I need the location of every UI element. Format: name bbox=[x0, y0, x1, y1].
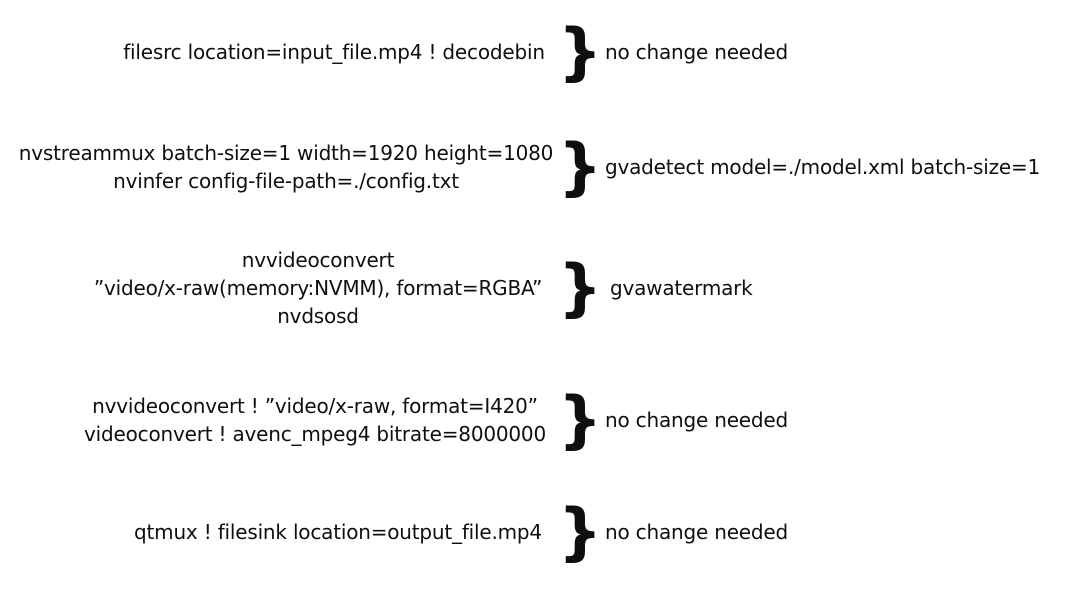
pipeline-elements: nvstreammux batch-size=1 width=1920 heig… bbox=[6, 139, 566, 195]
pipeline-line: filesrc location=input_file.mp4 ! decode… bbox=[123, 40, 545, 64]
curly-brace-icon: } bbox=[558, 251, 603, 324]
pipeline-line: qtmux ! filesink location=output_file.mp… bbox=[134, 520, 542, 544]
migration-note: no change needed bbox=[605, 40, 789, 64]
pipeline-line: nvstreammux batch-size=1 width=1920 heig… bbox=[18, 141, 554, 165]
migration-note: gvadetect model=./model.xml batch-size=1 bbox=[605, 155, 1041, 179]
curly-brace-icon: } bbox=[558, 130, 603, 203]
curly-brace-icon: } bbox=[558, 495, 603, 568]
pipeline-row-encode: nvvideoconvert ! ”video/x-raw, format=I4… bbox=[0, 383, 1069, 456]
pipeline-line: nvvideoconvert ! ”video/x-raw, format=I4… bbox=[92, 394, 538, 418]
curly-brace-icon: } bbox=[558, 15, 603, 88]
migration-note: gvawatermark bbox=[610, 276, 753, 300]
pipeline-row-overlay: nvvideoconvert ”video/x-raw(memory:NVMM)… bbox=[0, 246, 1069, 330]
pipeline-line: nvinfer config-file-path=./config.txt bbox=[113, 169, 459, 193]
pipeline-row-sink: qtmux ! filesink location=output_file.mp… bbox=[0, 501, 1069, 563]
pipeline-row-source: filesrc location=input_file.mp4 ! decode… bbox=[0, 21, 1069, 83]
pipeline-elements: nvvideoconvert ! ”video/x-raw, format=I4… bbox=[35, 392, 595, 448]
pipeline-line: nvvideoconvert bbox=[241, 248, 395, 272]
pipeline-elements: qtmux ! filesink location=output_file.mp… bbox=[58, 518, 618, 546]
pipeline-line: nvdsosd bbox=[277, 304, 359, 328]
pipeline-line: ”video/x-raw(memory:NVMM), format=RGBA” bbox=[93, 276, 543, 300]
pipeline-elements: filesrc location=input_file.mp4 ! decode… bbox=[54, 38, 614, 66]
curly-brace-icon: } bbox=[558, 383, 603, 456]
migration-note: no change needed bbox=[605, 520, 789, 544]
migration-note: no change needed bbox=[605, 408, 789, 432]
pipeline-line: videoconvert ! avenc_mpeg4 bitrate=80000… bbox=[84, 422, 546, 446]
pipeline-row-inference: nvstreammux batch-size=1 width=1920 heig… bbox=[0, 130, 1069, 203]
pipeline-elements: nvvideoconvert ”video/x-raw(memory:NVMM)… bbox=[38, 246, 598, 330]
